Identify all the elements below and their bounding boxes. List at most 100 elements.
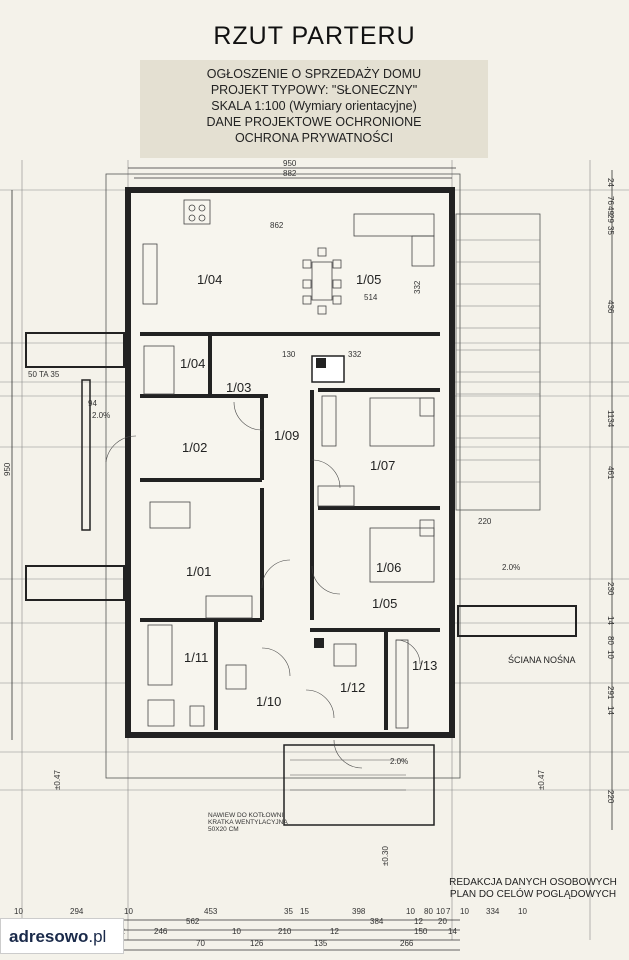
room-label-103: 1/03 [226, 380, 251, 395]
bottom-dim-label: 126 [250, 939, 264, 948]
right-dim-label: 29 [606, 214, 615, 223]
dim-514: 514 [364, 293, 378, 302]
room-label-112: 1/12 [340, 680, 365, 695]
sale-notice-box: OGŁOSZENIE O SPRZEDAŻY DOMU PROJEKT TYPO… [140, 60, 488, 158]
bottom-dim-label: 453 [204, 907, 218, 916]
boiler-flue [314, 638, 324, 648]
slope-entrance: 2.0% [390, 757, 408, 766]
plan-title: RZUT PARTERU [213, 22, 416, 50]
chimney-flue [316, 358, 326, 368]
right-dim-label: 461 [606, 466, 615, 480]
dim-882-top: 882 [283, 169, 297, 178]
bottom-dim-label: 10 [14, 907, 23, 916]
redaction-line-1: REDAKCJA DANYCH OSOBOWYCH [449, 877, 617, 888]
right-dim-label: 1134 [606, 410, 615, 428]
vent-note-line-2: KRATKA WENTYLACYJNA [208, 819, 288, 826]
notice-line-5: OCHRONA PRYWATNOŚCI [234, 131, 394, 145]
bottom-dim-label: 135 [314, 939, 328, 948]
dim-332-vertical: 332 [413, 280, 422, 294]
redaction-line-2: PLAN DO CELÓW POGLĄDOWYCH [449, 889, 617, 900]
right-terrace [457, 605, 577, 637]
room-label-109: 1/09 [274, 428, 299, 443]
interior-walls [140, 332, 440, 730]
dim-332: 332 [348, 350, 362, 359]
exterior-walls [125, 187, 455, 738]
right-dim-label: 35 [606, 226, 615, 235]
logo-main: adresowo [9, 927, 89, 946]
notice-line-3: SKALA 1:100 (Wymiary orientacyjne) [211, 99, 417, 113]
bottom-dim-label: 12 [330, 927, 339, 936]
room-label-111: 1/11 [184, 650, 208, 665]
vent-note-line-1: NAWIEW DO KOTŁOWNI [208, 812, 284, 819]
left-terrace-bottom [25, 565, 125, 601]
bottom-dim-label: 10 [460, 907, 469, 916]
vent-note-line-3: 50X20 CM [208, 826, 239, 833]
dim-950-top: 950 [283, 159, 297, 168]
right-dim-label: 291 [606, 686, 615, 700]
gutter-drain [81, 379, 91, 531]
bottom-dim-label: 10 [232, 927, 241, 936]
room-label-107: 1/07 [370, 458, 395, 473]
notice-line-1: OGŁOSZENIE O SPRZEDAŻY DOMU [206, 67, 422, 81]
bottom-dim-label: 12 [414, 917, 423, 926]
bottom-dim-label: 384 [370, 917, 384, 926]
bottom-dim-label: 35 [284, 907, 293, 916]
dim-950-left: 950 [3, 462, 12, 476]
room-label-113: 1/13 [412, 658, 437, 673]
room-label-101: 1/01 [186, 564, 211, 579]
room-label-102: 1/02 [182, 440, 207, 455]
notice-line-4: DANE PROJEKTOWE OCHRONIONE [206, 115, 422, 129]
right-dim-label: 230 [606, 582, 615, 596]
bottom-dim-label: 15 [300, 907, 309, 916]
bottom-dim-label: 70 [196, 939, 205, 948]
bottom-dim-label: 210 [278, 927, 292, 936]
bottom-dim-label: 334 [486, 907, 500, 916]
right-dim-label: 24 [606, 178, 615, 187]
entrance-steps [283, 744, 435, 826]
bottom-dim-label: 294 [70, 907, 84, 916]
pergola-slats [456, 239, 540, 483]
right-dim-label: 80 [606, 636, 615, 645]
redaction-note: REDAKCJA DANYCH OSOBOWYCH PLAN DO CELÓW … [448, 877, 618, 901]
bottom-dim-label: 20 [438, 917, 447, 926]
dim-94: 94 [88, 399, 97, 408]
bottom-dim-label: 10 [406, 907, 415, 916]
dim-862: 862 [270, 221, 284, 230]
dim-left-stack: 50 TA 35 [28, 370, 60, 379]
right-dim-label: 14 [606, 616, 615, 625]
level-right: ±0.47 [537, 769, 546, 790]
left-terrace-top [25, 332, 125, 368]
vent-note: NAWIEW DO KOTŁOWNI KRATKA WENTYLACYJNA 5… [208, 812, 288, 833]
bottom-dim-label: 246 [154, 927, 168, 936]
room-label-105-living: 1/05 [356, 272, 381, 287]
bottom-dim-label: 10 [518, 907, 527, 916]
right-dim-label: 49 [606, 206, 615, 215]
dim-130: 130 [282, 350, 296, 359]
load-bearing-wall-label: ŚCIANA NOŚNA [508, 655, 576, 665]
right-dim-label: 436 [606, 300, 615, 314]
logo-suffix: .pl [88, 927, 107, 946]
door-swings [105, 401, 421, 769]
right-dim-label: 220 [606, 790, 615, 804]
bottom-dim-label: 10 [124, 907, 133, 916]
level-left: ±0.47 [53, 769, 62, 790]
bottom-dim-label: 14 [448, 927, 457, 936]
notice-line-2: PROJEKT TYPOWY: "SŁONECZNY" [210, 83, 418, 97]
bottom-dim-label: 266 [400, 939, 414, 948]
bottom-dim-label: 398 [352, 907, 366, 916]
step-lines [290, 759, 406, 791]
room-label-104-living: 1/04 [197, 272, 222, 287]
dim-220: 220 [478, 517, 492, 526]
right-dim-label: 76 [606, 196, 615, 205]
bottom-dim-label: 7 [446, 907, 451, 916]
room-label-110: 1/10 [256, 694, 281, 709]
pergola-terrace [455, 213, 541, 511]
furniture [142, 199, 435, 729]
adresowo-logo[interactable]: adresowo.pl [0, 918, 124, 954]
slope-left: 2.0% [92, 411, 110, 420]
bottom-dim-label: 10 [436, 907, 445, 916]
slope-right: 2.0% [502, 563, 520, 572]
bottom-dim-label: 150 [414, 927, 428, 936]
